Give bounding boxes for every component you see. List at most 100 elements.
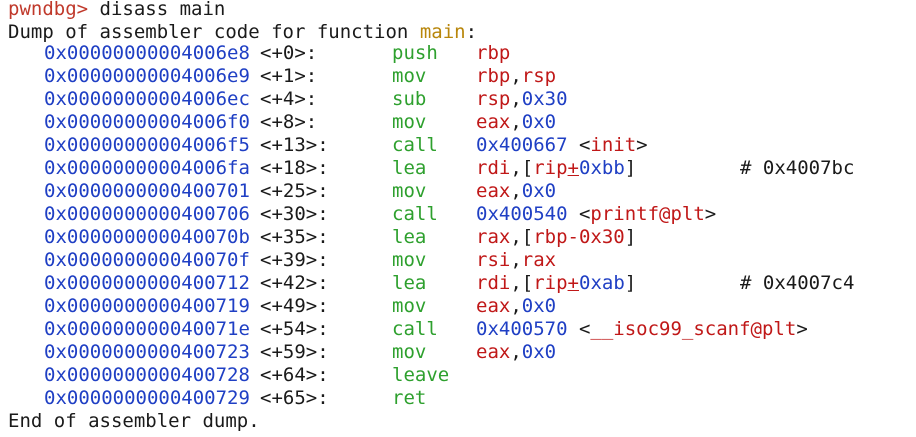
instruction-address: 0x000000000040070b: [44, 226, 250, 248]
instruction-operands: rax,[rbp-0x30]: [476, 226, 636, 249]
instruction-mnemonic: mov: [392, 341, 427, 363]
register-operand: rbp-0x30: [533, 226, 625, 248]
instruction-operands: rbp,rsp: [476, 65, 556, 88]
instruction-offset: <+65>:: [260, 387, 329, 409]
operand-punctuation: ]: [624, 157, 637, 179]
instruction-operands: eax,0x0: [476, 180, 556, 203]
number-operand: 0x0: [521, 180, 557, 202]
operand-punctuation: ,: [510, 341, 522, 363]
instruction-address: 0x000000000040071e: [44, 318, 250, 340]
operand-punctuation: ]: [624, 226, 637, 248]
register-operand: rax: [476, 226, 511, 248]
register-operand: eax: [476, 111, 511, 133]
instruction-offset: <+59>:: [260, 341, 329, 363]
operand-plus-sign: +: [567, 272, 579, 294]
asm-line: 0x0000000000400719 <+49>: mov eax,0x0: [8, 295, 916, 318]
instruction-offset: <+8>:: [260, 111, 318, 133]
instruction-address: 0x0000000000400723: [44, 341, 250, 363]
instruction-mnemonic: sub: [392, 88, 427, 110]
instruction-offset: <+42>:: [260, 272, 329, 294]
instruction-mnemonic: ret: [392, 387, 427, 409]
instruction-offset: <+25>:: [260, 180, 329, 202]
instruction-offset: <+49>:: [260, 295, 329, 317]
instruction-address: 0x0000000000400729: [44, 387, 250, 409]
instruction-mnemonic: mov: [392, 111, 427, 133]
register-operand: eax: [476, 341, 511, 363]
instruction-mnemonic: lea: [392, 226, 427, 248]
number-operand: 0x400540: [476, 203, 568, 225]
asm-line: 0x0000000000400729 <+65>: ret: [8, 387, 916, 410]
instruction-address: 0x0000000000400719: [44, 295, 250, 317]
register-operand: rbp: [476, 65, 511, 87]
symbol-name: init: [590, 134, 637, 156]
operand-punctuation: >: [704, 203, 717, 225]
instruction-offset: <+35>:: [260, 226, 329, 248]
instruction-mnemonic: push: [392, 42, 438, 64]
number-operand: 0x400667: [476, 134, 568, 156]
register-operand: rax: [521, 249, 557, 271]
instruction-mnemonic: call: [392, 134, 438, 156]
asm-line: 0x0000000000400728<+64>:leave: [8, 364, 916, 387]
number-operand: 0x30: [521, 88, 568, 110]
operand-plus-sign: +: [567, 157, 579, 179]
instruction-operands: 0x400540 <printf@plt>: [476, 203, 716, 226]
instruction-mnemonic: call: [392, 203, 438, 225]
register-operand: rip: [533, 272, 568, 294]
operand-punctuation: <: [567, 203, 591, 225]
operand-punctuation: >: [796, 318, 808, 340]
instruction-mnemonic: mov: [392, 65, 427, 87]
instruction-mnemonic: leave: [392, 364, 450, 386]
symbol-name: printf@plt: [590, 203, 705, 225]
number-operand: 0x0: [521, 295, 557, 317]
register-operand: eax: [476, 295, 511, 317]
instruction-operands: 0x400667 <init>: [476, 134, 648, 157]
instruction-offset: <+1>:: [260, 65, 318, 87]
instruction-offset: <+30>:: [260, 203, 329, 225]
asm-line: 0x0000000000400723 <+59>: mov eax,0x0: [8, 341, 916, 364]
instruction-operands: rsi,rax: [476, 249, 556, 272]
number-operand: 0x0: [521, 341, 557, 363]
instruction-address: 0x00000000004006f0: [44, 111, 250, 133]
number-operand: 0xbb: [579, 157, 625, 179]
instruction-mnemonic: mov: [392, 295, 427, 317]
operand-punctuation: ]: [624, 272, 637, 294]
instruction-comment: # 0x4007bc: [740, 157, 855, 179]
instruction-address: 0x0000000000400701: [44, 180, 250, 202]
instruction-mnemonic: lea: [392, 157, 427, 179]
function-name: main: [419, 21, 466, 43]
operand-punctuation: ,: [510, 295, 522, 317]
operand-punctuation: ,: [510, 249, 522, 271]
prompt-label: pwndbg>: [8, 0, 89, 20]
register-operand: rdi: [476, 157, 511, 179]
register-operand: rdi: [476, 272, 511, 294]
operand-punctuation: ,[: [510, 272, 534, 294]
instruction-offset: <+39>:: [260, 249, 329, 271]
instruction-operands: 0x400570 <__isoc99_scanf@plt>: [476, 318, 808, 341]
instruction-address: 0x000000000040070f: [44, 249, 250, 271]
operand-punctuation: ,: [510, 180, 522, 202]
register-operand: rsi: [476, 249, 511, 271]
operand-punctuation: ,: [510, 111, 522, 133]
instruction-address: 0x00000000004006f5: [44, 134, 250, 156]
number-operand: 0x400570: [476, 318, 568, 340]
register-operand: rsp: [476, 88, 511, 110]
asm-line: 0x0000000000400706 <+30>: call 0x400540 <pr…: [8, 203, 916, 226]
instruction-offset: <+4>:: [260, 88, 318, 110]
instruction-operands: eax,0x0: [476, 111, 556, 134]
instruction-offset: <+0>:: [260, 42, 318, 64]
instruction-address: 0x0000000000400706: [44, 203, 250, 225]
command-text: disass main: [99, 0, 226, 20]
register-operand: rsp: [521, 65, 557, 87]
instruction-operands: eax,0x0: [476, 295, 556, 318]
operand-punctuation: ,: [510, 88, 522, 110]
instruction-address: 0x00000000004006fa: [44, 157, 250, 179]
